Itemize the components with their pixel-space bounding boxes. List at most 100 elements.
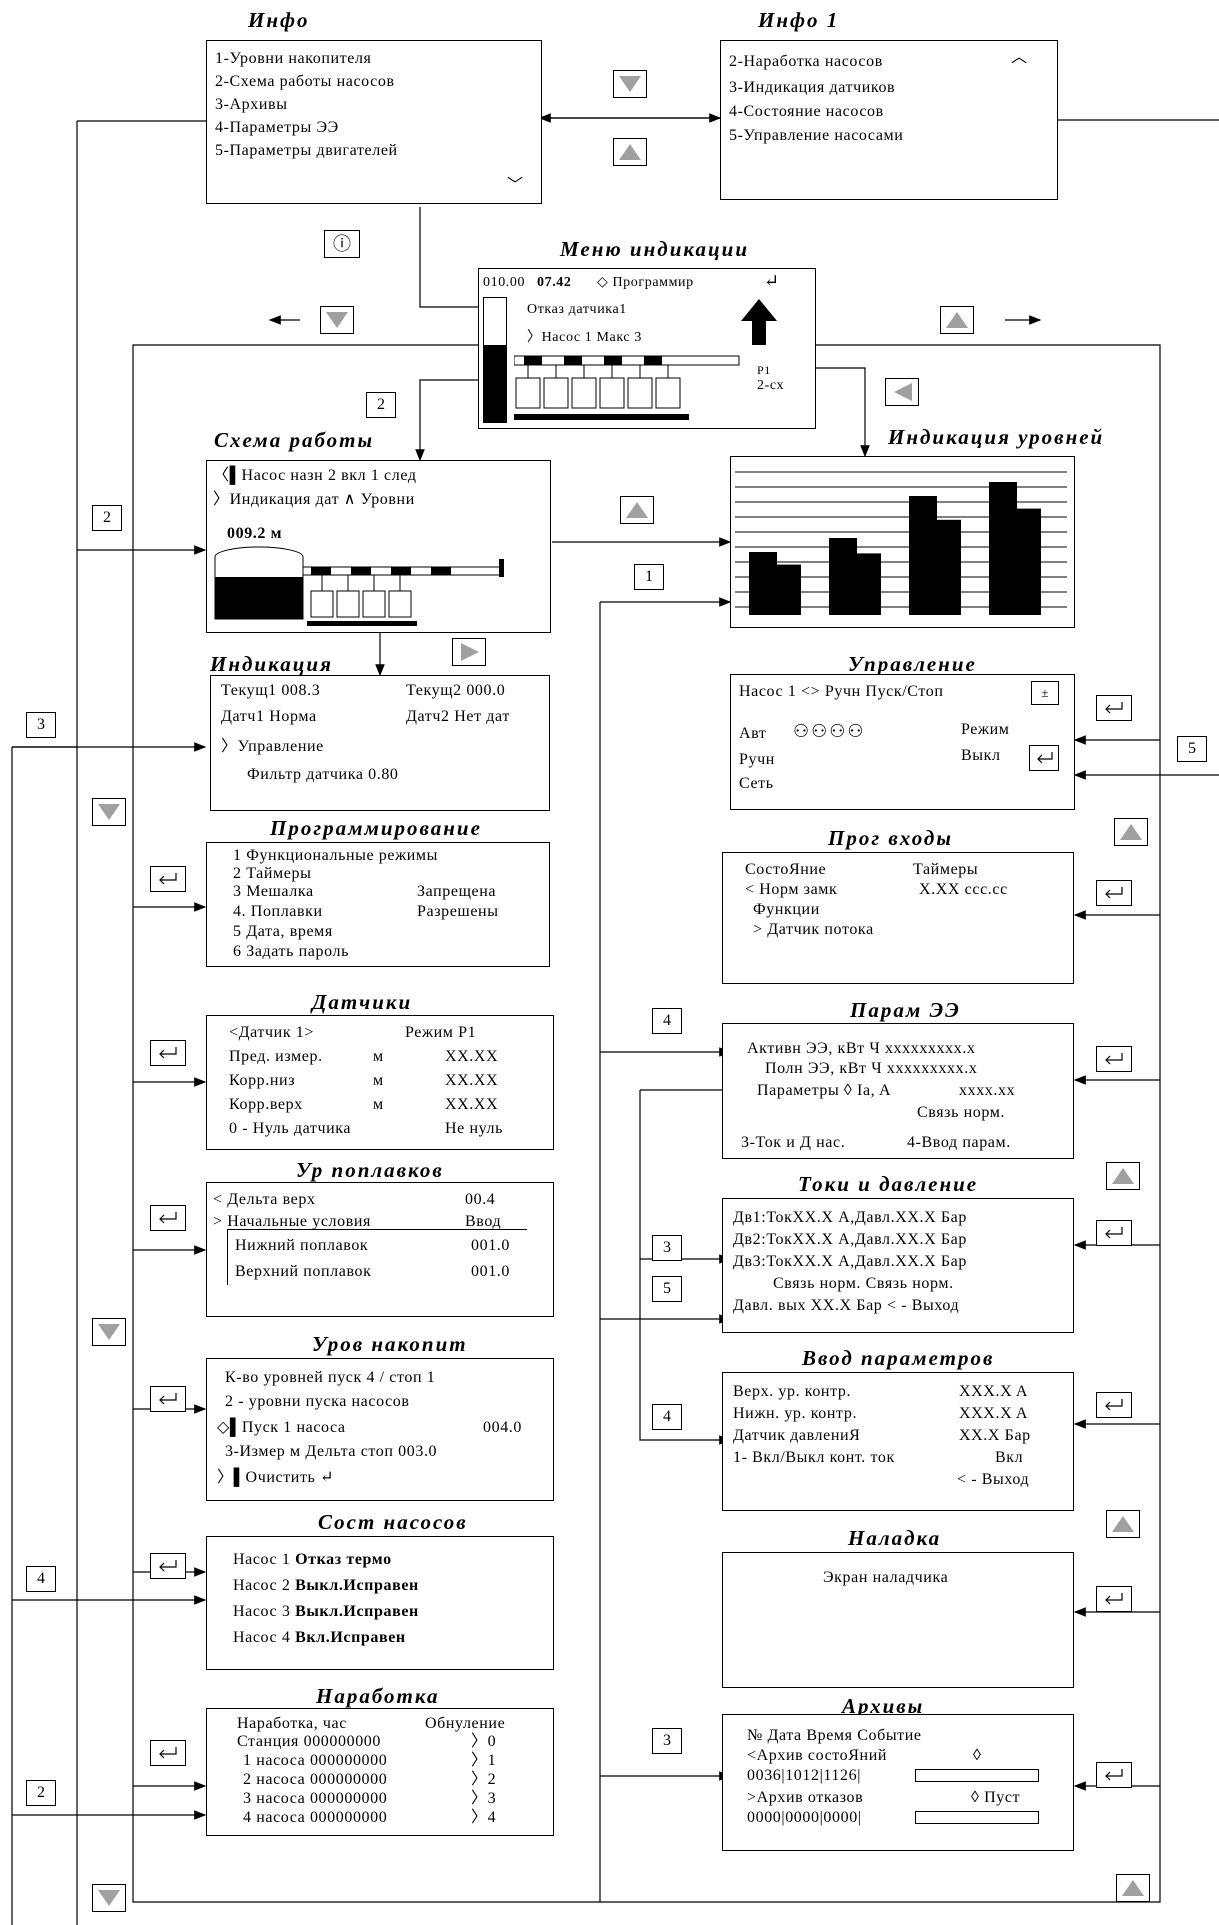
vvod-row-label[interactable]: Нижн. ур. контр.	[733, 1405, 858, 1422]
nar-reset-button[interactable]: 〉1	[471, 1752, 497, 1769]
left-arrow-button[interactable]	[885, 378, 919, 406]
nar-reset-button[interactable]: 〉3	[471, 1790, 497, 1807]
enter-button[interactable]	[150, 1386, 186, 1412]
enter-button[interactable]	[150, 1205, 186, 1231]
list-item[interactable]: 4-Состояние насосов	[729, 103, 884, 120]
schema-line1[interactable]: 〈▌Насос назн 2 вкл 1 след	[213, 467, 417, 484]
sens-row-label[interactable]: Пред. измер.	[229, 1048, 323, 1065]
vvod-row-label[interactable]: Верх. ур. контр.	[733, 1383, 852, 1400]
pin-norm[interactable]: < Норм замк	[745, 881, 838, 898]
enter-button[interactable]	[1029, 745, 1059, 771]
float-row-label[interactable]: > Начальные условия	[213, 1213, 371, 1230]
list-item[interactable]: 3-Индикация датчиков	[729, 79, 896, 96]
enter-button[interactable]	[1096, 695, 1132, 721]
vvod-row-label[interactable]: 1- Вкл/Выкл конт. ток	[733, 1449, 895, 1466]
right-arrow-button[interactable]	[452, 638, 486, 666]
acc-start1[interactable]: ◇▌Пуск 1 насоса	[217, 1419, 346, 1436]
nal-screen[interactable]: Экран наладчика	[722, 1552, 1074, 1688]
list-item[interactable]: 5-Параметры двигателей	[215, 142, 398, 159]
levels-screen[interactable]	[730, 456, 1075, 628]
pee-menu4[interactable]: 4-Ввод парам.	[907, 1134, 1011, 1151]
prog-screen[interactable]: 1 Функциональные режимы 2 Таймеры 3 Меша…	[206, 842, 550, 967]
ind-control[interactable]: 〉Управление	[221, 738, 324, 755]
down-arrow-button[interactable]	[320, 306, 354, 334]
list-item[interactable]: 2-Наработка насосов	[729, 53, 883, 70]
enter-button[interactable]	[1096, 1586, 1132, 1612]
list-item[interactable]: 3-Архивы	[215, 96, 288, 113]
acc-screen[interactable]: К-во уровней пуск 4 / стоп 1 2 - уровни …	[206, 1358, 554, 1501]
pee-menu3[interactable]: 3-Ток и Д нас.	[741, 1134, 846, 1151]
enter-button[interactable]	[1096, 1046, 1132, 1072]
up-arrow-button[interactable]	[940, 306, 974, 334]
arch-faults[interactable]: >Архив отказов	[747, 1789, 864, 1806]
arch-states[interactable]: <Архив состоЯний	[747, 1747, 888, 1764]
float-row-label[interactable]: < Дельта верх	[213, 1191, 316, 1208]
pee-screen[interactable]: Активн ЭЭ, кВт Ч xxxxxxxxx.x Полн ЭЭ, кВ…	[722, 1023, 1074, 1159]
enter-button[interactable]	[150, 1553, 186, 1579]
nar-reset-button[interactable]: 〉2	[471, 1771, 497, 1788]
list-item[interactable]: 6 Задать пароль	[233, 943, 349, 960]
ind-screen[interactable]: Текущ1 008.3 Текущ2 000.0 Датч1 Норма Да…	[210, 675, 550, 811]
vvod-row-label[interactable]: Датчик давлениЯ	[733, 1427, 861, 1444]
nar-reset-button[interactable]: 〉0	[471, 1733, 497, 1750]
sens-row-label[interactable]: Корр.верх	[229, 1096, 303, 1113]
menu-screen[interactable]: 010.00 07.42 ◇ Программир ↵ Отказ датчик…	[478, 268, 816, 429]
acc-clear[interactable]: 〉▌Очистить ↵	[217, 1469, 335, 1486]
enter-button[interactable]	[1096, 880, 1132, 906]
upr-screen[interactable]: Насос 1 <> Ручн Пуск/Стоп ± Авт ⚇⚇⚇⚇ Руч…	[730, 674, 1075, 810]
down-arrow-button[interactable]	[92, 798, 126, 826]
enter-button[interactable]	[150, 1040, 186, 1066]
enter-button[interactable]	[1096, 1220, 1132, 1246]
sens-row-label[interactable]: 0 - Нуль датчика	[229, 1120, 352, 1137]
arch-states-values: 0036|1012|1126|	[747, 1767, 862, 1784]
pin-flow[interactable]: > Датчик потока	[753, 921, 874, 938]
enter-button[interactable]	[150, 1740, 186, 1766]
enter-button[interactable]	[1096, 1762, 1132, 1788]
sens-row-label[interactable]: <Датчик 1>	[229, 1024, 315, 1041]
pin-screen[interactable]: СостоЯние Таймеры < Норм замк X.XX ccc.c…	[722, 852, 1074, 984]
ind-filter: Фильтр датчика 0.80	[247, 766, 399, 783]
list-item[interactable]: 5-Управление насосами	[729, 127, 904, 144]
list-item[interactable]: 3 Мешалка	[233, 883, 314, 900]
toggle-icon[interactable]: ±	[1031, 681, 1059, 705]
enter-button[interactable]	[1096, 1392, 1132, 1418]
enter-button[interactable]	[150, 866, 186, 892]
down-arrow-button[interactable]	[613, 70, 647, 98]
list-item[interactable]: 4-Параметры ЭЭ	[215, 119, 339, 136]
vvod-row-value[interactable]: < - Выход	[957, 1471, 1030, 1488]
nar-screen[interactable]: Наработка, час Обнуление Станция 0000000…	[206, 1708, 554, 1836]
down-arrow-button[interactable]	[92, 1884, 126, 1912]
float-row-label[interactable]: Нижний поплавок	[235, 1237, 369, 1254]
up-arrow-button[interactable]	[613, 138, 647, 166]
upr-line1[interactable]: Насос 1 <> Ручн Пуск/Стоп	[739, 683, 944, 700]
cur-row[interactable]: Давл. вых XX.X Бар < - Выход	[733, 1297, 960, 1314]
up-arrow-button[interactable]	[1114, 818, 1148, 846]
pee-params[interactable]: Параметры ◊ Ia, A	[757, 1082, 892, 1099]
info1-screen[interactable]: 2-Наработка насосов 3-Индикация датчиков…	[720, 40, 1058, 200]
up-arrow-button[interactable]	[1106, 1510, 1140, 1538]
sens-row-label[interactable]: Корр.низ	[229, 1072, 296, 1089]
down-arrow-button[interactable]	[92, 1318, 126, 1346]
list-item[interactable]: 1-Уровни накопителя	[215, 50, 372, 67]
up-arrow-button[interactable]	[620, 496, 654, 524]
schema-screen[interactable]: 〈▌Насос назн 2 вкл 1 след 〉Индикация дат…	[206, 460, 551, 633]
up-arrow-button[interactable]	[1106, 1162, 1140, 1190]
float-row-label[interactable]: Верхний поплавок	[235, 1263, 372, 1280]
info-icon[interactable]: ⓘ	[324, 230, 360, 258]
pump-name: Насос 3	[233, 1603, 296, 1620]
nar-reset-button[interactable]: 〉4	[471, 1809, 497, 1826]
schema-line2[interactable]: 〉Индикация дат ∧ Уровни	[213, 491, 415, 508]
list-item[interactable]: 1 Функциональные режимы	[233, 847, 438, 864]
list-item[interactable]: 5 Дата, время	[233, 923, 333, 940]
list-item[interactable]: 2 Таймеры	[233, 865, 312, 882]
list-item[interactable]: 2-Схема работы насосов	[215, 73, 395, 90]
list-item[interactable]: 4. Поплавки	[233, 903, 323, 920]
info-screen[interactable]: 1-Уровни накопителя 2-Схема работы насос…	[206, 40, 542, 204]
arch-screen[interactable]: № Дата Время Событие <Архив состоЯний ◊ …	[722, 1714, 1074, 1851]
up-arrow-button[interactable]	[1116, 1874, 1150, 1902]
